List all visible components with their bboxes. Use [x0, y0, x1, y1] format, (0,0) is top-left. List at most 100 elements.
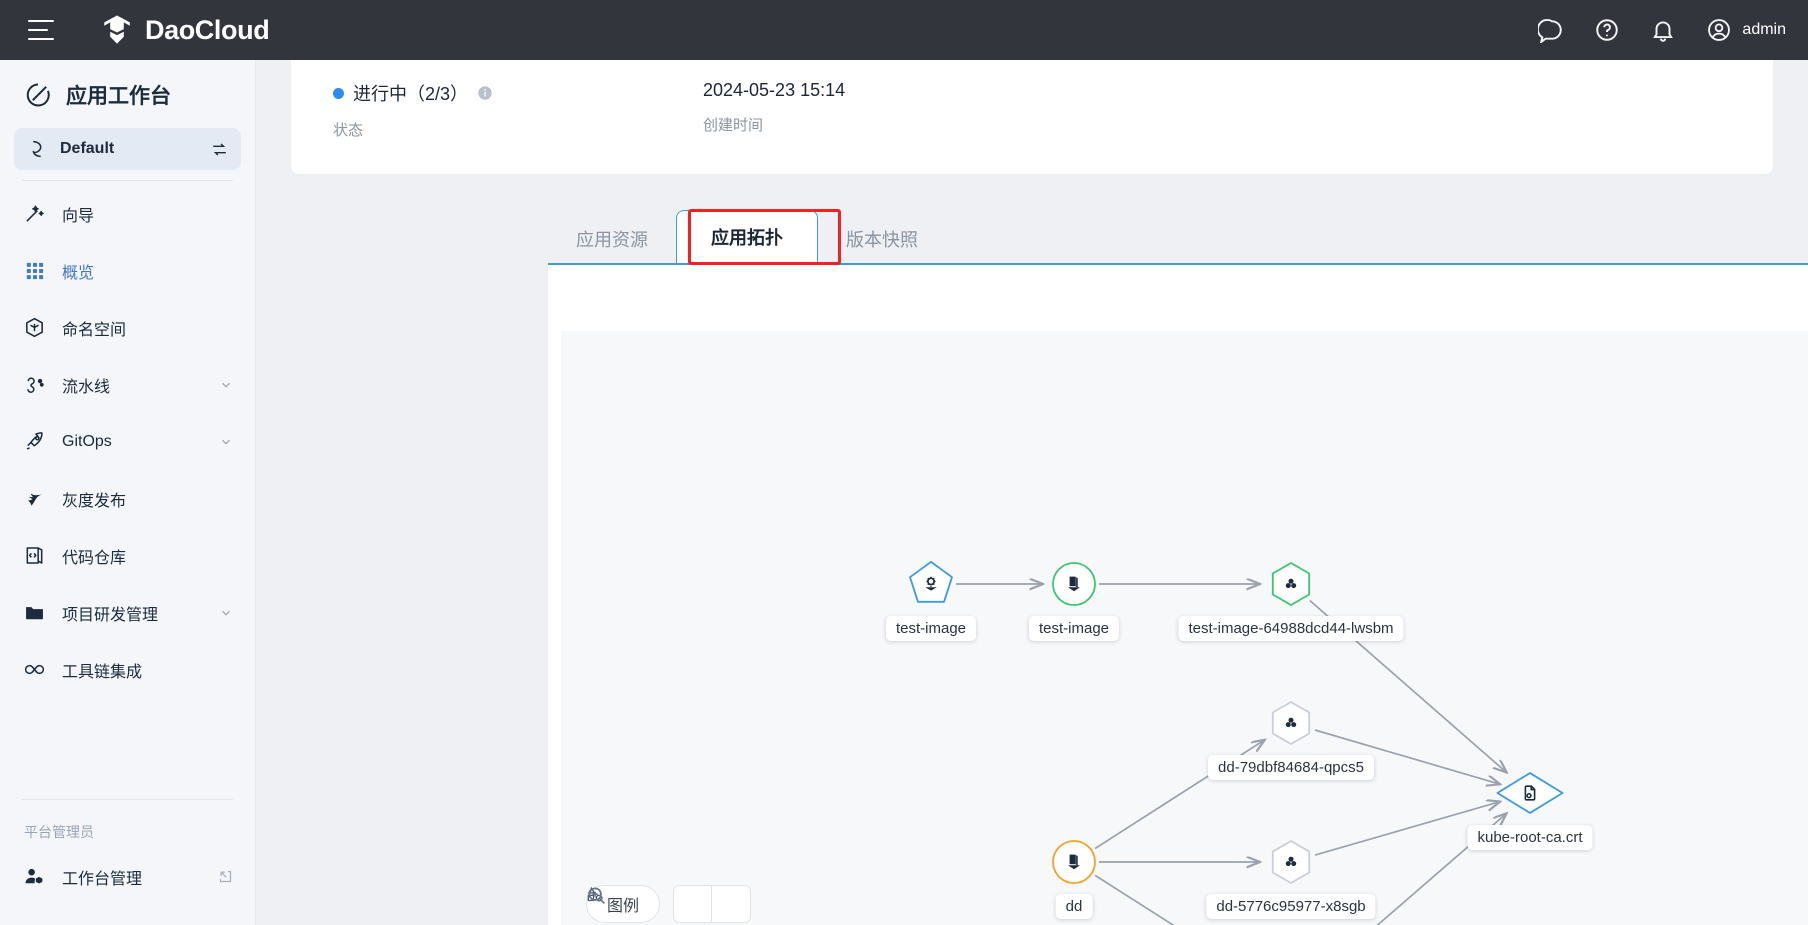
- sidebar-nav: 向导概览命名空间流水线 GitOps 灰度发布代码仓库项目研发管理工具链集成: [0, 185, 255, 698]
- sidebar-item-3[interactable]: 命名空间: [0, 299, 255, 356]
- scope-selector[interactable]: Default: [14, 128, 241, 170]
- sidebar-item-label: 工作台管理: [62, 870, 143, 888]
- sidebar-item-9[interactable]: 工具链集成: [0, 641, 255, 698]
- sidebar-item-2[interactable]: 概览: [0, 242, 255, 299]
- topology-node-label: dd-79dbf84684-qpcs5: [1208, 755, 1374, 780]
- topology-node[interactable]: [1496, 772, 1564, 814]
- brand[interactable]: DaoCloud: [100, 13, 270, 47]
- help-icon[interactable]: [1594, 17, 1620, 43]
- hamburger-icon[interactable]: [28, 20, 54, 40]
- main-content: 进行中（2/3） 状态 2024-05-23 15:14 创建时间 应用资源应用…: [256, 60, 1808, 925]
- topology-node[interactable]: [909, 561, 953, 603]
- panel-toolbar: [548, 265, 1808, 331]
- sidebar: 应用工作台 Default 向导概览命名空间流水线 GitOps 灰度发布代码仓库项…: [0, 60, 256, 925]
- sidebar-item-label: 工具链集成: [62, 663, 143, 681]
- user-menu[interactable]: admin: [1706, 17, 1786, 43]
- pod-icon: [1285, 856, 1297, 867]
- sidebar-item-label: 项目研发管理: [62, 606, 159, 624]
- tabs: 应用资源 应用拓扑 版本快照: [548, 210, 946, 264]
- sidebar-item-label: 灰度发布: [62, 492, 127, 510]
- tab-label: 版本快照: [846, 230, 918, 250]
- sidebar-item-workbench-admin[interactable]: 工作台管理: [0, 848, 255, 905]
- topology-node[interactable]: [1052, 562, 1096, 606]
- cube-icon: [22, 316, 46, 340]
- sidebar-item-8[interactable]: 项目研发管理: [0, 584, 255, 641]
- brand-name: DaoCloud: [145, 14, 270, 45]
- service-box-icon: [1068, 576, 1080, 592]
- workspace-title[interactable]: 应用工作台: [0, 60, 255, 128]
- topology-edge: [1314, 729, 1500, 784]
- topology-node-label: dd-5776c95977-x8sgb: [1206, 894, 1376, 919]
- pipeline-icon: [22, 373, 46, 397]
- tab-1[interactable]: 应用资源: [548, 214, 676, 264]
- sidebar-item-6[interactable]: 灰度发布: [0, 470, 255, 527]
- zoom-out-icon: [588, 887, 605, 904]
- workspace-scope-icon: [32, 140, 42, 158]
- top-bar: DaoCloud admin: [0, 0, 1808, 60]
- grid-icon: [22, 259, 46, 283]
- status-column: 进行中（2/3） 状态: [333, 80, 703, 140]
- graph-controls: 图例: [586, 885, 752, 923]
- sidebar-item-5[interactable]: GitOps: [0, 413, 255, 470]
- created-label: 创建时间: [703, 117, 764, 134]
- topology-node-label: kube-root-ca.crt: [1467, 825, 1593, 850]
- status-value: 进行中（2/3）: [353, 84, 469, 104]
- topbar-actions: admin: [1538, 17, 1786, 43]
- created-value: 2024-05-23 15:14: [703, 80, 846, 100]
- topology-node[interactable]: [1271, 562, 1311, 606]
- zoom-in-button[interactable]: [588, 885, 713, 923]
- chat-icon[interactable]: [1538, 17, 1564, 43]
- sidebar-divider: [22, 180, 233, 181]
- sidebar-item-label: 流水线: [62, 378, 111, 396]
- bell-icon[interactable]: [1650, 17, 1676, 43]
- bird-icon: [22, 487, 46, 511]
- user-admin-icon: [22, 865, 46, 889]
- topology-node-label: dd: [1055, 894, 1093, 919]
- chevron-down-icon[interactable]: [219, 435, 233, 449]
- sidebar-item-4[interactable]: 流水线: [0, 356, 255, 413]
- topology-node[interactable]: [1271, 701, 1311, 745]
- code-book-icon: [22, 544, 46, 568]
- app-info-card: 进行中（2/3） 状态 2024-05-23 15:14 创建时间: [291, 60, 1773, 174]
- tab-label: 应用资源: [576, 230, 648, 250]
- sidebar-item-label: GitOps: [62, 432, 112, 450]
- topology-node-label: test-image: [885, 616, 977, 641]
- infinity-icon: [22, 658, 46, 682]
- configmap-icon: [1524, 785, 1536, 801]
- legend-button-label: 图例: [607, 898, 640, 915]
- zoom-controls: [588, 885, 752, 923]
- chevron-down-icon[interactable]: [219, 606, 233, 620]
- user-name: admin: [1742, 21, 1786, 38]
- pod-icon: [1285, 578, 1297, 589]
- sidebar-item-1[interactable]: 向导: [0, 185, 255, 242]
- external-link-icon: [219, 870, 232, 883]
- tab-2[interactable]: 应用拓扑: [676, 210, 818, 264]
- sidebar-item-label: 向导: [62, 207, 95, 225]
- folder-icon: [22, 601, 46, 625]
- switch-icon[interactable]: [210, 140, 229, 159]
- topology-node[interactable]: [1271, 840, 1311, 884]
- sidebar-footer-caption: 平台管理员: [24, 824, 94, 840]
- sidebar-item-label: 概览: [62, 264, 95, 282]
- chevron-down-icon[interactable]: [219, 378, 233, 392]
- info-icon[interactable]: [477, 85, 493, 101]
- service-box-icon: [1068, 854, 1080, 870]
- topology-nodes: [909, 561, 1564, 884]
- topology-edge: [1094, 874, 1175, 925]
- deployment-gear-icon: [925, 576, 937, 591]
- sidebar-footer: 平台管理员 工作台管理: [0, 799, 255, 925]
- zoom-out-button[interactable]: [588, 885, 752, 923]
- topology-node-label: test-image-64988dcd44-lwsbm: [1178, 616, 1404, 641]
- workspace-title-text: 应用工作台: [66, 85, 171, 108]
- rocket-icon: [22, 430, 46, 454]
- status-dot-icon: [333, 87, 344, 99]
- topology-node[interactable]: [1052, 840, 1096, 884]
- sidebar-item-7[interactable]: 代码仓库: [0, 527, 255, 584]
- tab-label: 应用拓扑: [711, 228, 783, 248]
- workbench-icon: [26, 83, 50, 107]
- wand-icon: [22, 202, 46, 226]
- tab-3[interactable]: 版本快照: [818, 214, 946, 264]
